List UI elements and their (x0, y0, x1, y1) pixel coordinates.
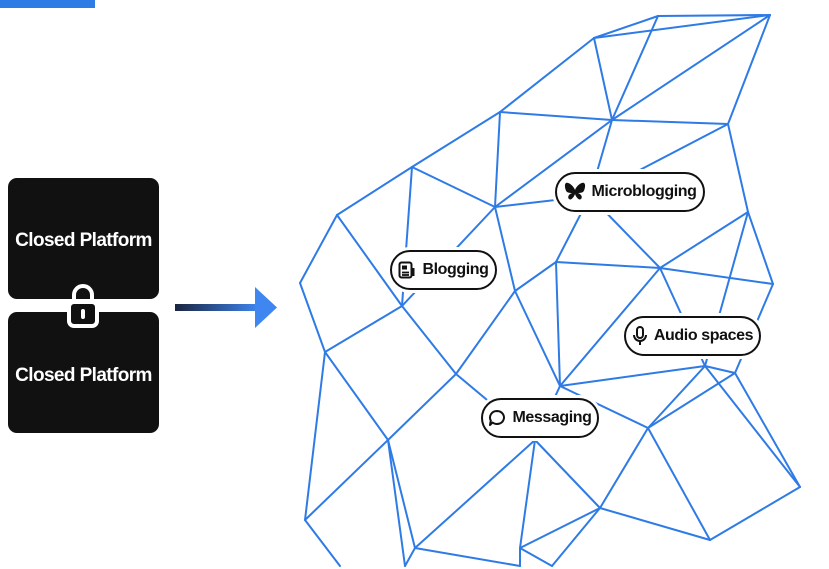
mesh-edge (494, 206, 516, 292)
mesh-edge (514, 261, 557, 292)
mesh-edge (304, 351, 326, 521)
mesh-edge (659, 211, 749, 269)
microphone-icon (632, 326, 648, 346)
butterfly-icon (564, 182, 586, 202)
mesh-edge (324, 305, 403, 353)
messaging-label: Messaging (512, 409, 592, 426)
mesh-edge (514, 290, 561, 387)
mesh-edge (647, 427, 711, 541)
mesh-edge (747, 211, 774, 285)
mesh-edge (519, 507, 601, 549)
microblogging-node: Microblogging (555, 172, 705, 212)
mesh-edge (411, 111, 501, 168)
messaging-node: Messaging (481, 398, 599, 438)
mesh-edge (659, 267, 774, 285)
closed-platform-box-top: Closed Platform (8, 178, 159, 299)
mesh-edge (593, 14, 771, 39)
mesh-edge (727, 123, 749, 213)
mesh-edge (387, 439, 406, 567)
mesh-edge (555, 261, 661, 269)
mesh-edge (299, 214, 338, 284)
lock-icon (58, 278, 108, 332)
mesh-edge (494, 111, 501, 208)
blogging-label: Blogging (422, 261, 489, 278)
mesh-edge (411, 166, 496, 208)
mesh-edge (599, 427, 649, 509)
closed-platform-label-bottom: Closed Platform (15, 364, 152, 386)
blogging-node: Blogging (390, 250, 497, 290)
mesh-edge (336, 166, 413, 216)
mesh-edge (414, 439, 536, 549)
mesh-edge (414, 547, 521, 567)
closed-platform-box-bottom: Closed Platform (8, 312, 159, 433)
mesh-edge (494, 119, 613, 208)
mesh-edge (455, 290, 516, 375)
mesh-edge (299, 282, 326, 353)
closed-platform-label-top: Closed Platform (15, 229, 152, 251)
mesh-edge (499, 37, 595, 113)
audio-spaces-node: Audio spaces (624, 316, 761, 356)
mesh-edge (709, 486, 801, 541)
audio-spaces-label: Audio spaces (653, 327, 754, 344)
mesh-edge (611, 119, 729, 125)
mesh-edge (499, 111, 613, 121)
mesh-edge (734, 372, 801, 488)
mesh-edge (704, 365, 736, 374)
mesh-edge (559, 385, 649, 429)
mesh-edge (559, 365, 706, 387)
mesh-edge (593, 37, 613, 121)
mesh-edge (559, 267, 661, 387)
corner-tab (0, 0, 95, 8)
document-icon (398, 261, 416, 279)
mesh-edge (657, 14, 771, 17)
mesh-edge (599, 507, 711, 541)
mesh-edge (336, 214, 403, 307)
mesh-edge (611, 14, 771, 121)
mesh-edge (647, 372, 736, 429)
mesh-edge (555, 261, 561, 387)
mesh-edge (324, 351, 389, 441)
mesh-edge (519, 547, 553, 567)
mesh-edge (387, 439, 416, 549)
mesh-edge (593, 15, 659, 39)
mesh-edge (519, 439, 536, 549)
mesh-edge (304, 519, 341, 567)
mesh-edge (611, 15, 659, 121)
microblogging-label: Microblogging (591, 183, 697, 200)
mesh-edge (727, 14, 771, 125)
mesh-edge (551, 507, 601, 567)
mesh-edge (534, 439, 601, 509)
mesh-edge (704, 365, 801, 488)
mesh-edge (401, 305, 457, 375)
mesh-edge (304, 439, 389, 521)
chat-bubble-icon (488, 409, 506, 427)
mesh-edge (404, 547, 416, 567)
mesh-edge (647, 365, 706, 429)
mesh-edge (387, 373, 457, 441)
